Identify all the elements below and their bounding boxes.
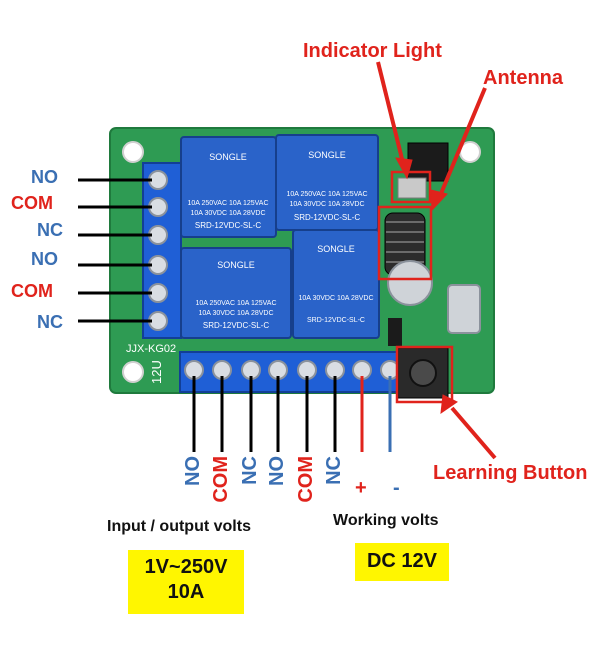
left-terminal-label-4: NO bbox=[31, 249, 58, 269]
crystal bbox=[447, 284, 481, 334]
svg-text:SRD-12VDC-SL-C: SRD-12VDC-SL-C bbox=[195, 221, 261, 230]
indicator-led bbox=[397, 177, 427, 199]
svg-text:SRD-12VDC-SL-C: SRD-12VDC-SL-C bbox=[307, 317, 365, 324]
antenna-highlight-box bbox=[377, 205, 433, 281]
svg-text:10A 250VAC 10A 125VAC: 10A 250VAC 10A 125VAC bbox=[187, 200, 268, 207]
bottom-terminal-screws bbox=[184, 360, 400, 380]
relay-bottom-right: SONGLE 10A 30VDC 10A 28VDC SRD-12VDC-SL-… bbox=[292, 229, 380, 339]
svg-text:SONGLE: SONGLE bbox=[308, 150, 346, 160]
antenna-label: Antenna bbox=[483, 67, 563, 89]
working-volts-title: Working volts bbox=[333, 512, 439, 529]
io-current-value: 10A bbox=[167, 581, 205, 603]
left-terminal-label-5: COM bbox=[11, 281, 53, 301]
svg-text:SONGLE: SONGLE bbox=[209, 152, 247, 162]
indicator-light-label: Indicator Light bbox=[303, 40, 442, 62]
relay-top-right: SONGLE 10A 250VAC 10A 125VAC 10A 30VDC 1… bbox=[275, 134, 379, 231]
io-volts-value: 1V~250V bbox=[144, 556, 228, 578]
relay-top-left: SONGLE 10A 250VAC 10A 125VAC 10A 30VDC 1… bbox=[180, 136, 277, 238]
io-volts-title: Input / output volts bbox=[107, 518, 251, 535]
indicator-highlight-box bbox=[390, 170, 432, 204]
svg-text:10A 250VAC 10A 125VAC: 10A 250VAC 10A 125VAC bbox=[286, 191, 367, 198]
left-terminal-label-6: NC bbox=[37, 312, 63, 332]
learning-button-part bbox=[397, 347, 449, 399]
svg-text:10A 250VAC 10A 125VAC: 10A 250VAC 10A 125VAC bbox=[195, 300, 276, 307]
svg-text:10A 30VDC 10A 28VDC: 10A 30VDC 10A 28VDC bbox=[198, 310, 273, 317]
diode bbox=[388, 318, 402, 346]
svg-text:SONGLE: SONGLE bbox=[317, 244, 355, 254]
mounting-hole bbox=[122, 141, 144, 163]
bottom-terminal-label-3: NC bbox=[239, 456, 261, 485]
callout-arrows bbox=[376, 61, 497, 460]
learning-button-label: Learning Button bbox=[433, 462, 588, 484]
left-terminal-label-2: COM bbox=[11, 193, 53, 213]
power-plus-label: + bbox=[355, 477, 367, 499]
mounting-hole bbox=[122, 361, 144, 383]
bottom-terminal-label-1: NO bbox=[182, 456, 204, 486]
working-volts-value: DC 12V bbox=[366, 550, 438, 572]
left-terminal-block bbox=[142, 162, 182, 339]
svg-text:SONGLE: SONGLE bbox=[217, 260, 255, 270]
bottom-terminal-label-6: NC bbox=[323, 456, 345, 485]
svg-text:10A 30VDC 10A 28VDC: 10A 30VDC 10A 28VDC bbox=[190, 210, 265, 217]
capacitor bbox=[387, 260, 433, 306]
svg-text:SRD-12VDC-SL-C: SRD-12VDC-SL-C bbox=[294, 213, 360, 222]
left-wires bbox=[78, 178, 152, 323]
controller-chip bbox=[407, 142, 449, 182]
board-model-text: JJX-KG02 bbox=[126, 343, 176, 355]
board-voltage-text: 12U bbox=[149, 360, 164, 384]
left-terminal-label-3: NC bbox=[37, 220, 63, 240]
working-volts-box: DC 12V bbox=[355, 543, 449, 581]
bottom-wires bbox=[192, 376, 337, 452]
relay-bottom-left: SONGLE 10A 250VAC 10A 125VAC 10A 30VDC 1… bbox=[180, 247, 292, 339]
left-terminal-label-1: NO bbox=[31, 167, 58, 187]
bottom-terminal-label-4: NO bbox=[266, 456, 288, 486]
io-volts-box: 1V~250V 10A bbox=[128, 550, 244, 614]
button-highlight-box bbox=[395, 345, 454, 404]
bottom-terminal-label-5: COM bbox=[295, 456, 317, 503]
bottom-terminal-label-2: COM bbox=[210, 456, 232, 503]
power-minus-label: - bbox=[393, 477, 400, 499]
svg-text:10A 30VDC 10A 28VDC: 10A 30VDC 10A 28VDC bbox=[298, 295, 373, 302]
svg-text:10A 30VDC 10A 28VDC: 10A 30VDC 10A 28VDC bbox=[289, 201, 364, 208]
svg-text:SRD-12VDC-SL-C: SRD-12VDC-SL-C bbox=[203, 321, 269, 330]
